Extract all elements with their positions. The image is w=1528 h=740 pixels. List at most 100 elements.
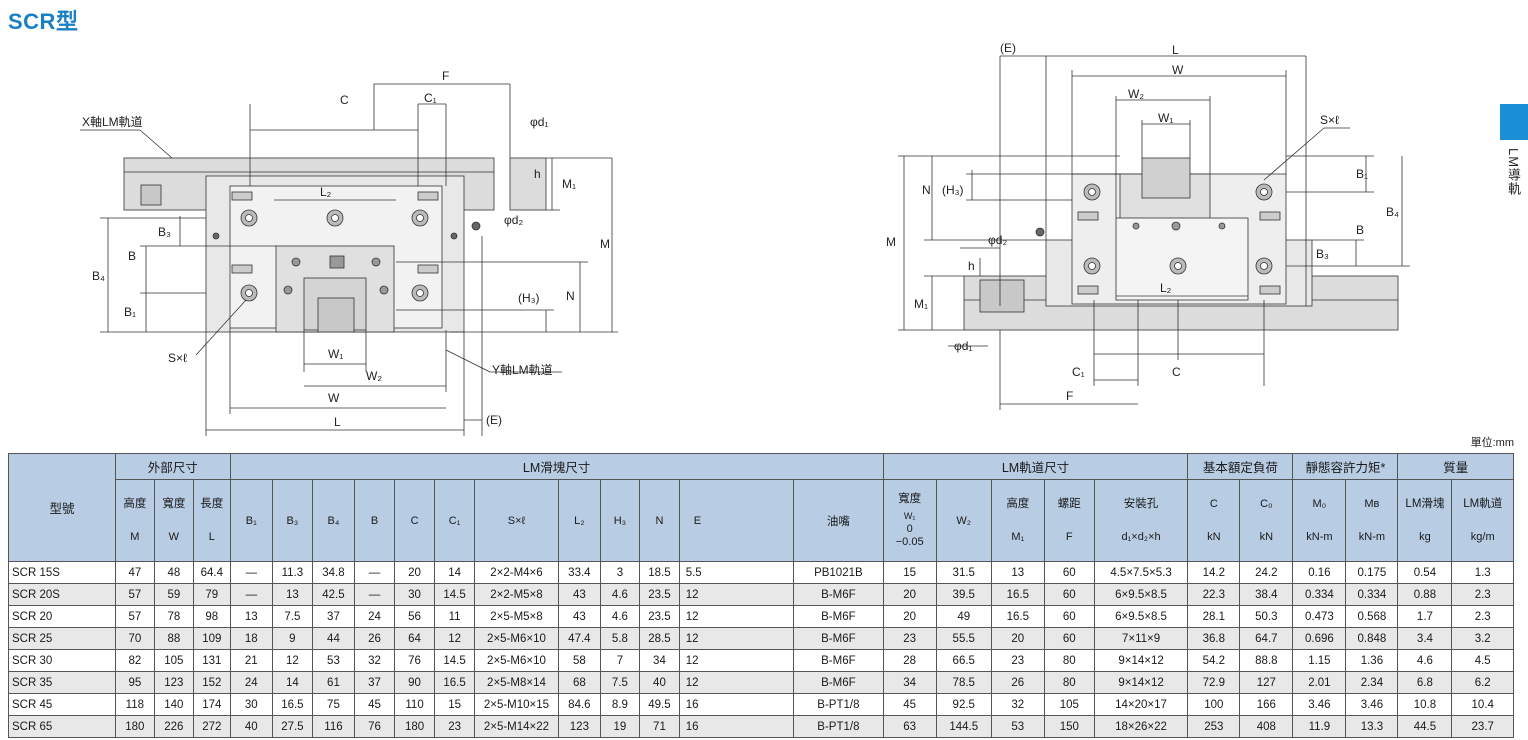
table-cell: 0.848 [1345, 627, 1399, 650]
table-cell: 23 [882, 627, 937, 650]
table-cell: SCR 45 [7, 693, 117, 716]
dim-phi-d2: φd₂ [504, 213, 523, 227]
dim-B1: B₁ [124, 305, 136, 319]
dim-W1: W₁ [328, 347, 343, 361]
table-cell: 80 [1043, 671, 1095, 694]
table-cell: 24.2 [1239, 561, 1294, 584]
table-cell: B-M6F [793, 583, 884, 606]
table-cell: 44 [311, 627, 356, 650]
table-cell: B-M6F [793, 605, 884, 628]
table-cell: 123 [153, 671, 195, 694]
table-cell: 5.5 [678, 561, 795, 584]
table-cell: — [229, 561, 274, 584]
table-cell: 54.2 [1187, 649, 1241, 672]
table-cell: 45 [354, 693, 395, 716]
table-cell: 90 [393, 671, 436, 694]
table-cell: 48 [153, 561, 195, 584]
table-cell: 5.8 [599, 627, 641, 650]
table-cell: 4.6 [599, 605, 641, 628]
table-cell: 123 [558, 715, 601, 738]
col-C1: C₁ [434, 479, 475, 562]
table-cell: 253 [1187, 715, 1241, 738]
table-cell: 82 [115, 649, 155, 672]
table-cell: 58 [558, 649, 601, 672]
table-cell: 44.5 [1397, 715, 1453, 738]
table-cell: 53 [990, 715, 1045, 738]
table-cell: 140 [153, 693, 195, 716]
table-cell: 12 [678, 605, 795, 628]
col-N: N [639, 479, 680, 562]
table-cell: 50.3 [1239, 605, 1294, 628]
col-C: C [393, 479, 436, 562]
col-model: 型號 [7, 453, 117, 562]
dim-F: F [442, 69, 449, 83]
hdr-basic-load: 基本額定負荷 [1187, 453, 1294, 480]
table-cell: 79 [193, 583, 231, 606]
table-cell: 92.5 [935, 693, 992, 716]
dim-E: (E) [486, 413, 502, 427]
table-cell: 2.3 [1451, 583, 1514, 606]
table-cell: SCR 65 [7, 715, 117, 738]
dim-C: C [340, 93, 349, 107]
table-cell: 2.34 [1345, 671, 1399, 694]
table-cell: 28.5 [639, 627, 680, 650]
dim-C: C [1172, 365, 1181, 379]
table-cell: 14.5 [434, 649, 475, 672]
table-cell: 2×5-M8×14 [473, 671, 560, 694]
table-cell: 3.46 [1292, 693, 1347, 716]
table-cell: 47 [115, 561, 155, 584]
table-cell: 1.7 [1397, 605, 1453, 628]
table-cell: 110 [393, 693, 436, 716]
section-tab-marker[interactable] [1500, 104, 1528, 140]
table-cell: 12 [434, 627, 475, 650]
table-cell: 105 [1043, 693, 1095, 716]
table-cell: 4.6 [1397, 649, 1453, 672]
table-cell: 88 [153, 627, 195, 650]
table-cell: 4.5 [1451, 649, 1514, 672]
table-cell: 68 [558, 671, 601, 694]
table-cell: 14×20×17 [1093, 693, 1189, 716]
table-cell: 150 [1043, 715, 1095, 738]
table-cell: 6.8 [1397, 671, 1453, 694]
table-cell: 34 [882, 671, 937, 694]
dim-E: (E) [1000, 41, 1016, 55]
table-cell: 12 [678, 649, 795, 672]
table-cell: 63 [882, 715, 937, 738]
dim-N: N [922, 183, 931, 197]
table-cell: 64.7 [1239, 627, 1294, 650]
table-cell: 118 [115, 693, 155, 716]
x-rail-label: X軸LM軌道 [82, 114, 143, 129]
dim-h: h [968, 259, 975, 273]
table-cell: 15 [434, 693, 475, 716]
table-cell: 0.54 [1397, 561, 1453, 584]
table-cell: 30 [393, 583, 436, 606]
hdr-rail: LM軌道尺寸 [882, 453, 1189, 480]
table-cell: 47.4 [558, 627, 601, 650]
table-cell: 7 [599, 649, 641, 672]
table-cell: 66.5 [935, 649, 992, 672]
table-cell: 2.3 [1451, 605, 1514, 628]
table-cell: — [229, 583, 274, 606]
dim-phi-d1: φd₁ [954, 339, 973, 353]
table-cell: 24 [229, 671, 274, 694]
table-cell: 2×5-M5×8 [473, 605, 560, 628]
table-cell: 20 [882, 583, 937, 606]
dim-B4: B₄ [1386, 205, 1399, 219]
table-cell: 226 [153, 715, 195, 738]
table-cell: 9×14×12 [1093, 649, 1189, 672]
table-cell: 28 [882, 649, 937, 672]
table-cell: B-PT1/8 [793, 693, 884, 716]
dim-h: h [534, 167, 541, 181]
table-cell: 57 [115, 583, 155, 606]
table-cell: 78.5 [935, 671, 992, 694]
table-cell: — [354, 583, 395, 606]
